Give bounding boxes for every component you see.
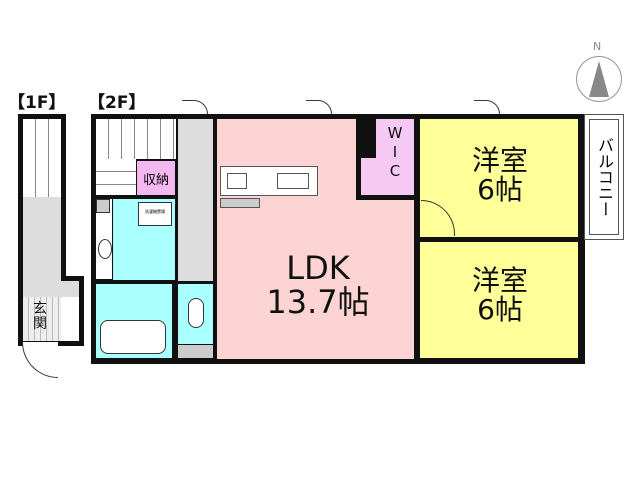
1f-entrance — [23, 297, 61, 341]
balcony: バルコニー — [584, 114, 624, 240]
1f-stairs — [23, 119, 61, 197]
entrance-label: 玄関 — [33, 301, 47, 332]
toilet — [188, 298, 204, 328]
vent-icon — [96, 199, 110, 213]
balcony-label: バルコニー — [589, 119, 619, 235]
north-arrow-icon — [589, 61, 609, 97]
wic-room-ext — [361, 158, 381, 195]
door-icon — [474, 100, 500, 114]
stove-icon — [227, 173, 247, 189]
entrance-door[interactable] — [22, 342, 58, 378]
1f-shoe-box — [61, 297, 79, 341]
1f-corridor — [23, 197, 61, 297]
compass — [576, 56, 622, 102]
kitchen-counter — [220, 166, 318, 196]
floor-label-2f: 【2F】 — [88, 93, 146, 113]
bathtub — [100, 320, 166, 354]
compass-n-label: N — [593, 40, 602, 53]
washroom: 洗濯機置場 — [113, 199, 175, 280]
2f-stairs — [96, 119, 176, 195]
door-icon — [182, 100, 208, 114]
wic-room — [376, 119, 414, 195]
vent-icon — [178, 345, 213, 358]
door-icon — [306, 100, 332, 114]
2f-corridor — [178, 119, 213, 281]
bathroom — [96, 284, 172, 358]
toilet-room — [178, 284, 213, 344]
laundry-space: 洗濯機置場 — [138, 202, 172, 226]
vent-icon — [220, 198, 260, 208]
western-room-2 — [420, 242, 578, 358]
washbasin — [96, 199, 112, 279]
storage-closet: 収納 — [137, 161, 175, 195]
sink-icon — [277, 173, 309, 189]
1f-corridor-step — [61, 281, 79, 297]
floor-label-1f: 【1F】 — [8, 93, 66, 113]
